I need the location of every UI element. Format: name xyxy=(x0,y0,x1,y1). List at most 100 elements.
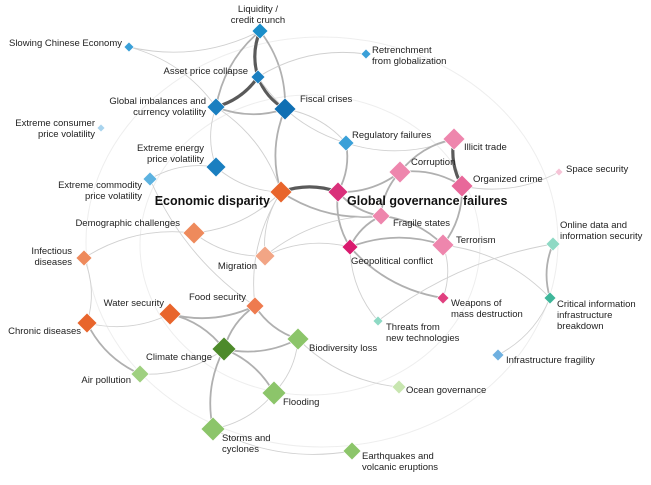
node-regulatory[interactable] xyxy=(337,134,355,152)
label-terrorism: Terrorism xyxy=(456,235,496,246)
label-line: price volatility xyxy=(85,191,142,202)
label-line: Global imbalances and xyxy=(109,96,206,107)
label-line: price volatility xyxy=(38,129,95,140)
label-line: Storms and xyxy=(222,433,271,444)
node-global-imbalances[interactable] xyxy=(206,97,226,117)
node-biodiversity[interactable] xyxy=(286,327,310,351)
label-line: Earthquakes and xyxy=(362,451,434,462)
edge-migration-fragile_states xyxy=(264,215,382,257)
edge-asset_price-retrenchment xyxy=(257,51,367,78)
label-line: Ocean governance xyxy=(406,385,486,396)
edge-climate-air_pollution xyxy=(139,348,225,375)
label-line: Food security xyxy=(189,292,246,303)
node-infrastructure[interactable] xyxy=(491,348,505,362)
node-storms[interactable] xyxy=(200,416,226,442)
label-line: price volatility xyxy=(147,154,204,165)
label-line: Migration xyxy=(218,261,257,272)
label-line: Global governance failures xyxy=(347,194,508,208)
node-extreme-consumer[interactable] xyxy=(96,123,106,133)
node-extreme-energy[interactable] xyxy=(205,156,227,178)
label-global-governance: Global governance failures xyxy=(347,194,508,208)
node-geopolitical[interactable] xyxy=(341,238,359,256)
label-water-security: Water security xyxy=(104,298,165,309)
label-line: Corruption xyxy=(411,157,455,168)
node-infectious[interactable] xyxy=(75,249,93,267)
node-demographic[interactable] xyxy=(182,221,206,245)
edge-liquidity-slowing_china xyxy=(128,30,261,53)
edge-space_security-organized_crime xyxy=(461,171,560,190)
nodes-layer xyxy=(75,22,564,461)
label-economic-disparity: Economic disparity xyxy=(155,194,270,208)
edge-slowing_china-global_imbalances xyxy=(128,46,217,108)
node-terrorism[interactable] xyxy=(431,233,455,257)
label-asset-price: Asset price collapse xyxy=(164,66,248,77)
label-line: Biodiversity loss xyxy=(309,343,377,354)
node-retrenchment[interactable] xyxy=(360,48,372,60)
node-extreme-commodity[interactable] xyxy=(142,171,158,187)
edge-extreme_commodity-food_security xyxy=(149,178,256,307)
label-line: Fragile states xyxy=(393,218,450,229)
node-food-security[interactable] xyxy=(245,296,265,316)
node-climate[interactable] xyxy=(211,336,237,362)
label-line: Liquidity / xyxy=(238,4,278,15)
node-slowing-china[interactable] xyxy=(123,41,135,53)
node-liquidity[interactable] xyxy=(251,22,269,40)
label-line: Organized crime xyxy=(473,174,543,185)
node-critical-info[interactable] xyxy=(543,291,557,305)
label-line: Flooding xyxy=(283,397,319,408)
node-flooding[interactable] xyxy=(261,380,287,406)
label-line: Water security xyxy=(104,298,165,309)
edge-terrorism-critical_info xyxy=(442,244,551,299)
node-asset-price[interactable] xyxy=(250,69,266,85)
label-line: new technologies xyxy=(386,333,460,344)
background-ring xyxy=(139,94,481,396)
node-global-governance[interactable] xyxy=(327,181,349,203)
node-economic-disparity[interactable] xyxy=(269,180,293,204)
edge-threats_tech-online_data xyxy=(377,243,554,322)
node-online-data[interactable] xyxy=(545,236,561,252)
label-line: Online data and xyxy=(560,220,627,231)
node-fiscal[interactable] xyxy=(273,97,297,121)
label-line: Weapons of xyxy=(451,298,502,309)
node-air-pollution[interactable] xyxy=(130,364,150,384)
label-line: Chronic diseases xyxy=(8,326,81,337)
label-organized-crime: Organized crime xyxy=(473,174,543,185)
node-fragile-states[interactable] xyxy=(371,206,391,226)
label-line: Extreme consumer xyxy=(15,118,95,129)
node-chronic[interactable] xyxy=(76,312,98,334)
edge-climate-flooding xyxy=(223,348,275,394)
node-threats-tech[interactable] xyxy=(372,315,384,327)
node-illicit-trade[interactable] xyxy=(442,127,466,151)
label-climate: Climate change xyxy=(146,352,212,363)
edge-demographic-migration xyxy=(193,232,266,257)
label-fragile-states: Fragile states xyxy=(393,218,450,229)
edge-critical_info-infrastructure xyxy=(497,297,551,356)
edge-biodiversity-ocean xyxy=(297,338,400,388)
node-weapons[interactable] xyxy=(436,291,450,305)
node-water-security[interactable] xyxy=(158,302,182,326)
label-line: Regulatory failures xyxy=(352,130,431,141)
label-corruption: Corruption xyxy=(411,157,455,168)
node-corruption[interactable] xyxy=(388,160,412,184)
label-line: currency volatility xyxy=(133,107,206,118)
edge-migration-geopolitical xyxy=(264,242,351,257)
label-line: Slowing Chinese Economy xyxy=(9,38,122,49)
label-line: Terrorism xyxy=(456,235,496,246)
node-organized-crime[interactable] xyxy=(450,174,474,198)
node-space-security[interactable] xyxy=(554,167,564,177)
node-ocean[interactable] xyxy=(391,379,407,395)
label-line: Infectious xyxy=(31,246,72,257)
label-line: Extreme commodity xyxy=(58,180,142,191)
label-line: breakdown xyxy=(557,321,603,332)
label-line: Space security xyxy=(566,164,629,175)
node-migration[interactable] xyxy=(254,245,276,267)
edge-extreme_energy-extreme_commodity xyxy=(149,165,217,180)
node-earthquakes[interactable] xyxy=(342,441,362,461)
label-infrastructure: Infrastructure fragility xyxy=(506,355,595,366)
label-line: Infrastructure fragility xyxy=(506,355,595,366)
